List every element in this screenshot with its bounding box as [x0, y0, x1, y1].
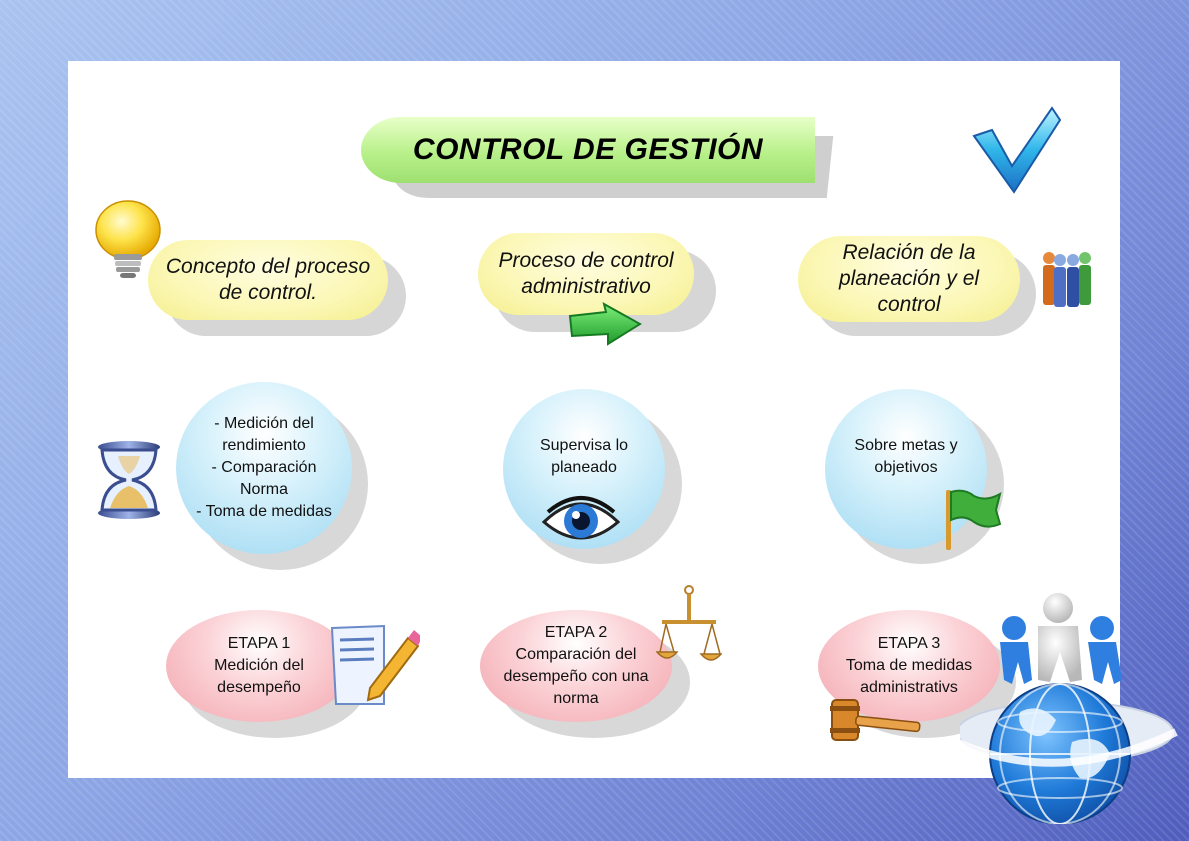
header-text: Proceso de control administrativo	[498, 249, 674, 298]
oval-etapa-2: ETAPA 2 Comparación del desempeño con un…	[480, 610, 672, 722]
circle-text: Supervisa lo planeado	[539, 437, 629, 476]
oval-etapa-1: ETAPA 1 Medición del desempeño	[166, 610, 352, 722]
globe-people-icon	[960, 592, 1180, 824]
header-pill-proceso: Proceso de control administrativo	[478, 233, 694, 315]
header-pill-relacion: Relación de la planeación y el control	[798, 236, 1020, 322]
lightbulb-icon	[92, 200, 164, 282]
page-title: CONTROL DE GESTIÓN	[412, 133, 764, 166]
eye-icon	[542, 492, 620, 548]
stage-text: ETAPA 1 Medición del desempeño	[214, 635, 304, 696]
circle-medicion: - Medición del rendimiento - Comparación…	[176, 382, 352, 554]
circle-metas: Sobre metas y objetivos	[825, 389, 987, 549]
circle-text: - Medición del rendimiento - Comparación…	[196, 415, 332, 520]
stage-text: ETAPA 2 Comparación del desempeño con un…	[503, 624, 649, 707]
gavel-icon	[826, 696, 922, 744]
scales-icon	[656, 584, 722, 670]
hourglass-icon	[96, 440, 162, 520]
header-text: Concepto del proceso de control.	[165, 255, 371, 304]
people-group-icon	[1040, 250, 1094, 310]
green-arrow-icon	[568, 302, 642, 346]
checkmark-icon	[970, 106, 1062, 194]
circle-text: Sobre metas y objetivos	[854, 437, 958, 476]
document-pencil-icon	[330, 624, 420, 706]
stage-text: ETAPA 3 Toma de medidas administrativs	[845, 635, 973, 696]
title-banner: CONTROL DE GESTIÓN	[361, 117, 815, 183]
header-pill-concepto: Concepto del proceso de control.	[148, 240, 388, 320]
flag-icon	[944, 488, 1002, 552]
header-text: Relación de la planeación y el control	[838, 241, 980, 316]
